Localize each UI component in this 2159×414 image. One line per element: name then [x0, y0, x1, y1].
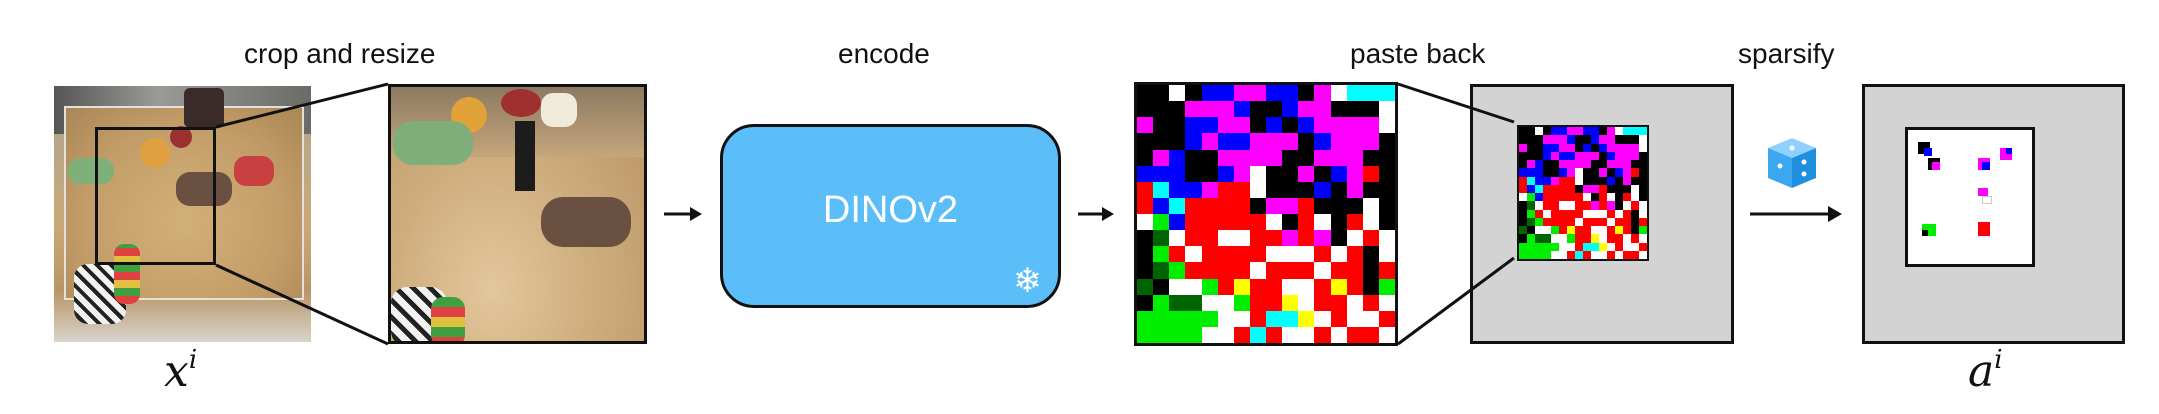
feature-map [1134, 82, 1398, 346]
input-symbol-sup: i [188, 345, 198, 375]
zoom-line-top [215, 82, 389, 129]
encoder-name: DINOv2 [822, 189, 959, 231]
arrow-right-icon [1750, 206, 1842, 222]
dinov2-encoder: DINOv2 ❄ [720, 124, 1061, 308]
output-symbol-base: a [1968, 346, 1995, 397]
input-symbol: xi [164, 345, 197, 397]
cropped-image [388, 84, 647, 344]
arrow-right-icon [1078, 207, 1114, 221]
sparse-canvas [1862, 84, 2125, 344]
output-symbol-sup: i [1994, 345, 2003, 375]
crop-region [95, 127, 216, 265]
sparse-crop-box [1905, 127, 2035, 267]
cube-icon [1768, 138, 1816, 188]
snowflake-icon: ❄ [1013, 261, 1042, 301]
paste-back-canvas [1470, 84, 1734, 344]
zoom-line-bottom [215, 263, 389, 346]
pasted-feature-map [1517, 125, 1649, 261]
paste-line-top [1397, 82, 1515, 124]
paste-back-label: paste back [1350, 38, 1486, 69]
paste-line-bottom [1397, 256, 1515, 346]
encode-label: encode [838, 38, 930, 69]
arrow-right-icon [664, 207, 702, 221]
input-symbol-base: x [164, 346, 189, 397]
output-symbol: ai [1968, 345, 2003, 397]
sparsify-label: sparsify [1738, 38, 1835, 69]
crop-resize-label: crop and resize [244, 38, 436, 69]
